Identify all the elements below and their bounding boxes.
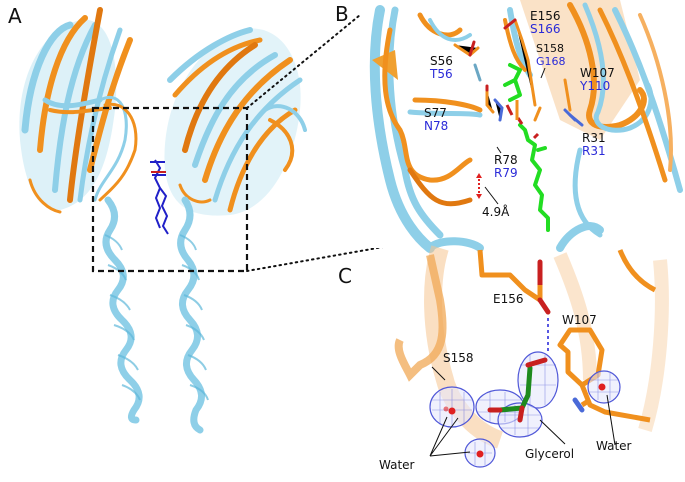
glycerol	[487, 357, 548, 423]
connector-to-b	[246, 14, 361, 109]
ligand-b	[503, 63, 550, 232]
residue-label-e156: E156 S166	[530, 9, 561, 36]
residue-label-s77: S77 N78	[424, 106, 449, 133]
residue-label-s56: S56 T56	[430, 54, 453, 81]
panel-label-a: A	[8, 4, 22, 28]
panel-label-b: B	[335, 2, 349, 26]
residue-label-r78: R78 R79	[494, 153, 518, 180]
residue-label-r31: R31 R31	[582, 131, 606, 158]
residue-label-s158: S158 G168	[536, 42, 566, 68]
label-water-right: Water	[596, 439, 632, 453]
connector-to-c	[246, 246, 384, 272]
panel-a-structure	[19, 7, 307, 434]
helices	[102, 196, 205, 434]
ligand-a	[150, 159, 169, 235]
label-s158-c: S158	[443, 351, 474, 365]
label-water-left: Water	[379, 458, 415, 472]
panel-label-c: C	[338, 264, 352, 288]
distance-label: 4.9Å	[482, 205, 510, 219]
residue-label-w107: W107 Y110	[580, 66, 615, 93]
label-glycerol: Glycerol	[525, 447, 575, 461]
zoom-region-box	[91, 106, 249, 273]
panel-c-structure	[394, 245, 669, 468]
label-e156-c: E156	[493, 292, 524, 306]
label-w107-c: W107	[562, 313, 597, 327]
water-atoms	[443, 383, 606, 458]
panel-b-structure	[360, 0, 685, 253]
